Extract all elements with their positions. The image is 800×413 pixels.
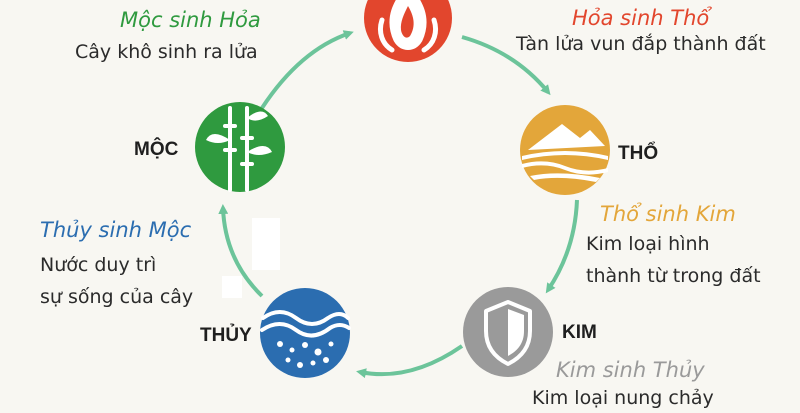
- arrow-earth-to-metal: [545, 199, 579, 294]
- label-wood: MỘC: [134, 139, 179, 160]
- cycle-arrows: [218, 30, 579, 379]
- wood-element: [195, 102, 285, 192]
- earth-element: [520, 105, 610, 195]
- relation-title-water-wood: Thủy sinh Mộc: [40, 218, 192, 242]
- fire-element: [364, 0, 452, 62]
- relation-title-wood-fire: Mộc sinh Hỏa: [120, 8, 261, 32]
- label-metal: KIM: [562, 322, 597, 343]
- relation-desc-fire-earth: Tàn lửa vun đắp thành đất: [516, 33, 766, 55]
- relation-title-earth-metal: Thổ sinh Kim: [600, 202, 736, 226]
- relation-title-fire-earth: Hỏa sinh Thổ: [572, 6, 710, 30]
- shield-icon: [484, 300, 532, 366]
- white-patch: [252, 218, 280, 270]
- water-element: [260, 288, 351, 378]
- relation-desc-water-wood-line2: sự sống của cây: [40, 286, 194, 308]
- metal-element: [463, 287, 553, 377]
- arrow-metal-to-water: [356, 344, 464, 379]
- relation-title-metal-water: Kim sinh Thủy: [556, 358, 705, 382]
- mountain-icon: [522, 124, 608, 182]
- arrow-fire-to-earth: [461, 35, 551, 96]
- relation-desc-wood-fire: Cây khô sinh ra lửa: [75, 41, 258, 63]
- bamboo-icon: [206, 106, 272, 192]
- fire-flame-icon: [377, 0, 439, 53]
- bubbles: [277, 341, 334, 368]
- label-water: THỦY: [200, 325, 252, 346]
- five-elements-diagram: [195, 0, 610, 379]
- arrow-wood-to-fire: [260, 30, 354, 110]
- relation-desc-earth-metal-line2: thành từ trong đất: [586, 265, 761, 287]
- relation-desc-earth-metal-line1: Kim loại hình: [586, 233, 710, 255]
- label-earth: THỔ: [618, 143, 659, 164]
- arrow-water-to-wood: [218, 204, 264, 298]
- relation-desc-water-wood-line1: Nước duy trì: [40, 254, 157, 276]
- white-patch: [222, 276, 242, 298]
- wave-icon: [260, 310, 351, 338]
- relation-desc-metal-water: Kim loại nung chảy: [532, 387, 714, 409]
